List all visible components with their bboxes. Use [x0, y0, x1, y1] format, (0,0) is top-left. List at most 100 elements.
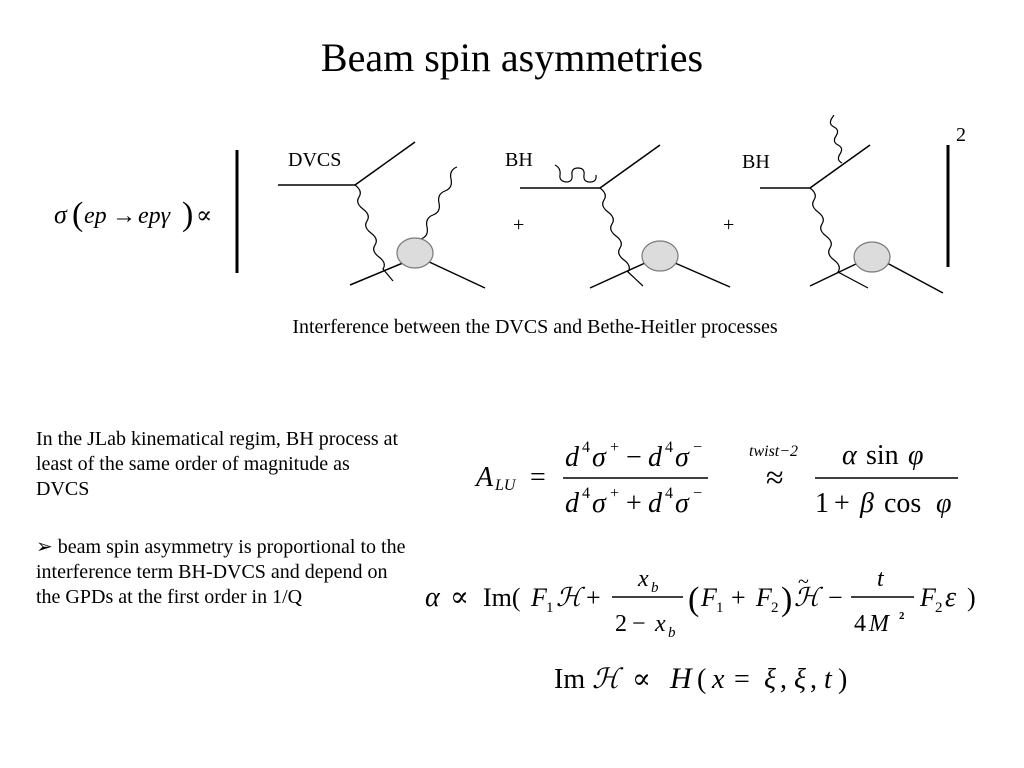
svg-text:sin: sin — [866, 440, 899, 471]
svg-text:∝: ∝ — [196, 203, 212, 229]
approx-sign: ≈ — [766, 459, 784, 495]
svg-text:2: 2 — [771, 600, 779, 616]
svg-text:ξ: ξ — [794, 664, 806, 695]
feynman-diagrams — [235, 115, 950, 294]
svg-text:H: H — [669, 662, 694, 695]
svg-text:d: d — [648, 488, 663, 519]
svg-text:σ: σ — [592, 442, 607, 473]
diagram-bh-2 — [760, 115, 944, 294]
svg-text:ε: ε — [945, 582, 956, 613]
svg-text:=: = — [734, 664, 750, 695]
svg-text:t: t — [877, 566, 885, 592]
squared-exponent: 2 — [956, 124, 966, 146]
svg-text:LU: LU — [494, 477, 517, 494]
bullet-paragraph: ➢ beam spin asymmetry is proportional to… — [36, 535, 406, 610]
svg-text:β: β — [859, 488, 874, 519]
svg-text:ℋ: ℋ — [794, 583, 824, 612]
svg-text:): ) — [838, 664, 847, 695]
svg-text:Im: Im — [554, 664, 585, 695]
svg-text:σ: σ — [675, 488, 690, 519]
svg-text:=: = — [530, 462, 546, 493]
diagram-bh-1 — [520, 144, 731, 289]
svg-text:ℋ: ℋ — [556, 583, 586, 612]
svg-text:+: + — [626, 488, 642, 519]
im-h-equation: Im ℋ ∝ H ( x = ξ , ξ , t ) — [554, 662, 847, 695]
svg-text:σ: σ — [675, 442, 690, 473]
svg-text:,: , — [810, 664, 817, 695]
plus-sign-1: + — [513, 214, 525, 236]
svg-text:b: b — [651, 580, 659, 596]
svg-text:Im(: Im( — [483, 583, 521, 612]
slide-title: Beam spin asymmetries — [320, 35, 704, 80]
diagram-dvcs — [278, 141, 486, 289]
svg-text:−: − — [693, 485, 702, 502]
svg-text:A: A — [474, 462, 494, 493]
svg-text:): ) — [781, 581, 792, 618]
svg-text:4: 4 — [854, 611, 866, 637]
svg-text:d: d — [565, 442, 580, 473]
svg-text:4: 4 — [582, 439, 590, 456]
svg-text:φ: φ — [908, 440, 924, 471]
svg-text:t: t — [824, 664, 833, 695]
svg-text:F: F — [700, 583, 718, 612]
svg-text:): ) — [967, 583, 976, 612]
svg-text:∝: ∝ — [632, 664, 651, 695]
svg-text:+: + — [610, 485, 619, 502]
svg-text:F: F — [919, 583, 937, 612]
svg-text:F: F — [755, 583, 773, 612]
svg-text:1: 1 — [716, 600, 724, 616]
svg-text:4: 4 — [665, 439, 673, 456]
svg-text:F: F — [530, 583, 548, 612]
svg-text:(: ( — [72, 196, 83, 233]
label-dvcs: DVCS — [288, 149, 342, 171]
label-bh-2: BH — [742, 151, 770, 173]
svg-text:1: 1 — [815, 488, 829, 519]
svg-text:+: + — [610, 439, 619, 456]
svg-text:): ) — [182, 196, 193, 233]
svg-text:d: d — [565, 488, 580, 519]
svg-text:∝: ∝ — [450, 582, 469, 613]
svg-text:−: − — [632, 611, 646, 637]
svg-text:+: + — [731, 583, 746, 612]
svg-text:−: − — [693, 439, 702, 456]
svg-text:4: 4 — [665, 485, 673, 502]
svg-text:(: ( — [697, 664, 706, 695]
svg-text:b: b — [668, 625, 676, 641]
bullet-arrow-icon: ➢ — [36, 536, 53, 558]
label-bh-1: BH — [505, 149, 533, 171]
twist-label: twist−2 — [749, 443, 798, 460]
asymmetry-equation: A LU = d 4 σ + − d 4 σ − d 4 σ + + d 4 σ… — [474, 439, 958, 519]
svg-text:M: M — [868, 611, 891, 637]
svg-text:−: − — [828, 583, 843, 612]
cross-section-equation: σ ( ep → epγ ) ∝ — [54, 196, 212, 233]
svg-text:x: x — [654, 611, 666, 637]
svg-text:−: − — [626, 442, 642, 473]
bullet-text: beam spin asymmetry is proportional to t… — [36, 536, 406, 608]
svg-text:~: ~ — [798, 571, 809, 593]
svg-text:α: α — [425, 582, 441, 613]
svg-text:1: 1 — [546, 600, 554, 616]
plus-sign-2: + — [723, 214, 735, 236]
svg-text:+: + — [834, 488, 850, 519]
svg-text:ℋ: ℋ — [592, 664, 624, 695]
svg-text:d: d — [648, 442, 663, 473]
svg-text:ep: ep — [84, 203, 107, 229]
svg-text:α: α — [842, 440, 858, 471]
svg-text:,: , — [780, 664, 787, 695]
svg-text:x: x — [637, 566, 649, 592]
svg-text:σ: σ — [592, 488, 607, 519]
svg-text:σ: σ — [54, 200, 68, 229]
svg-text:→: → — [112, 203, 136, 229]
svg-text:φ: φ — [936, 488, 952, 519]
svg-text:cos: cos — [884, 488, 921, 519]
svg-text:2: 2 — [615, 611, 627, 637]
svg-text:2: 2 — [935, 600, 943, 616]
alpha-equation: α ∝ Im( F 1 ℋ + x b 2 − x b ( F 1 + F 2 … — [425, 566, 976, 641]
svg-text:epγ: epγ — [138, 203, 171, 229]
svg-text:4: 4 — [582, 485, 590, 502]
svg-text:+: + — [586, 583, 601, 612]
caption: Interference between the DVCS and Bethe-… — [292, 316, 778, 338]
svg-text:²: ² — [899, 608, 904, 628]
paragraph-jlab: In the JLab kinematical regim, BH proces… — [36, 428, 399, 500]
svg-text:x: x — [711, 664, 725, 695]
